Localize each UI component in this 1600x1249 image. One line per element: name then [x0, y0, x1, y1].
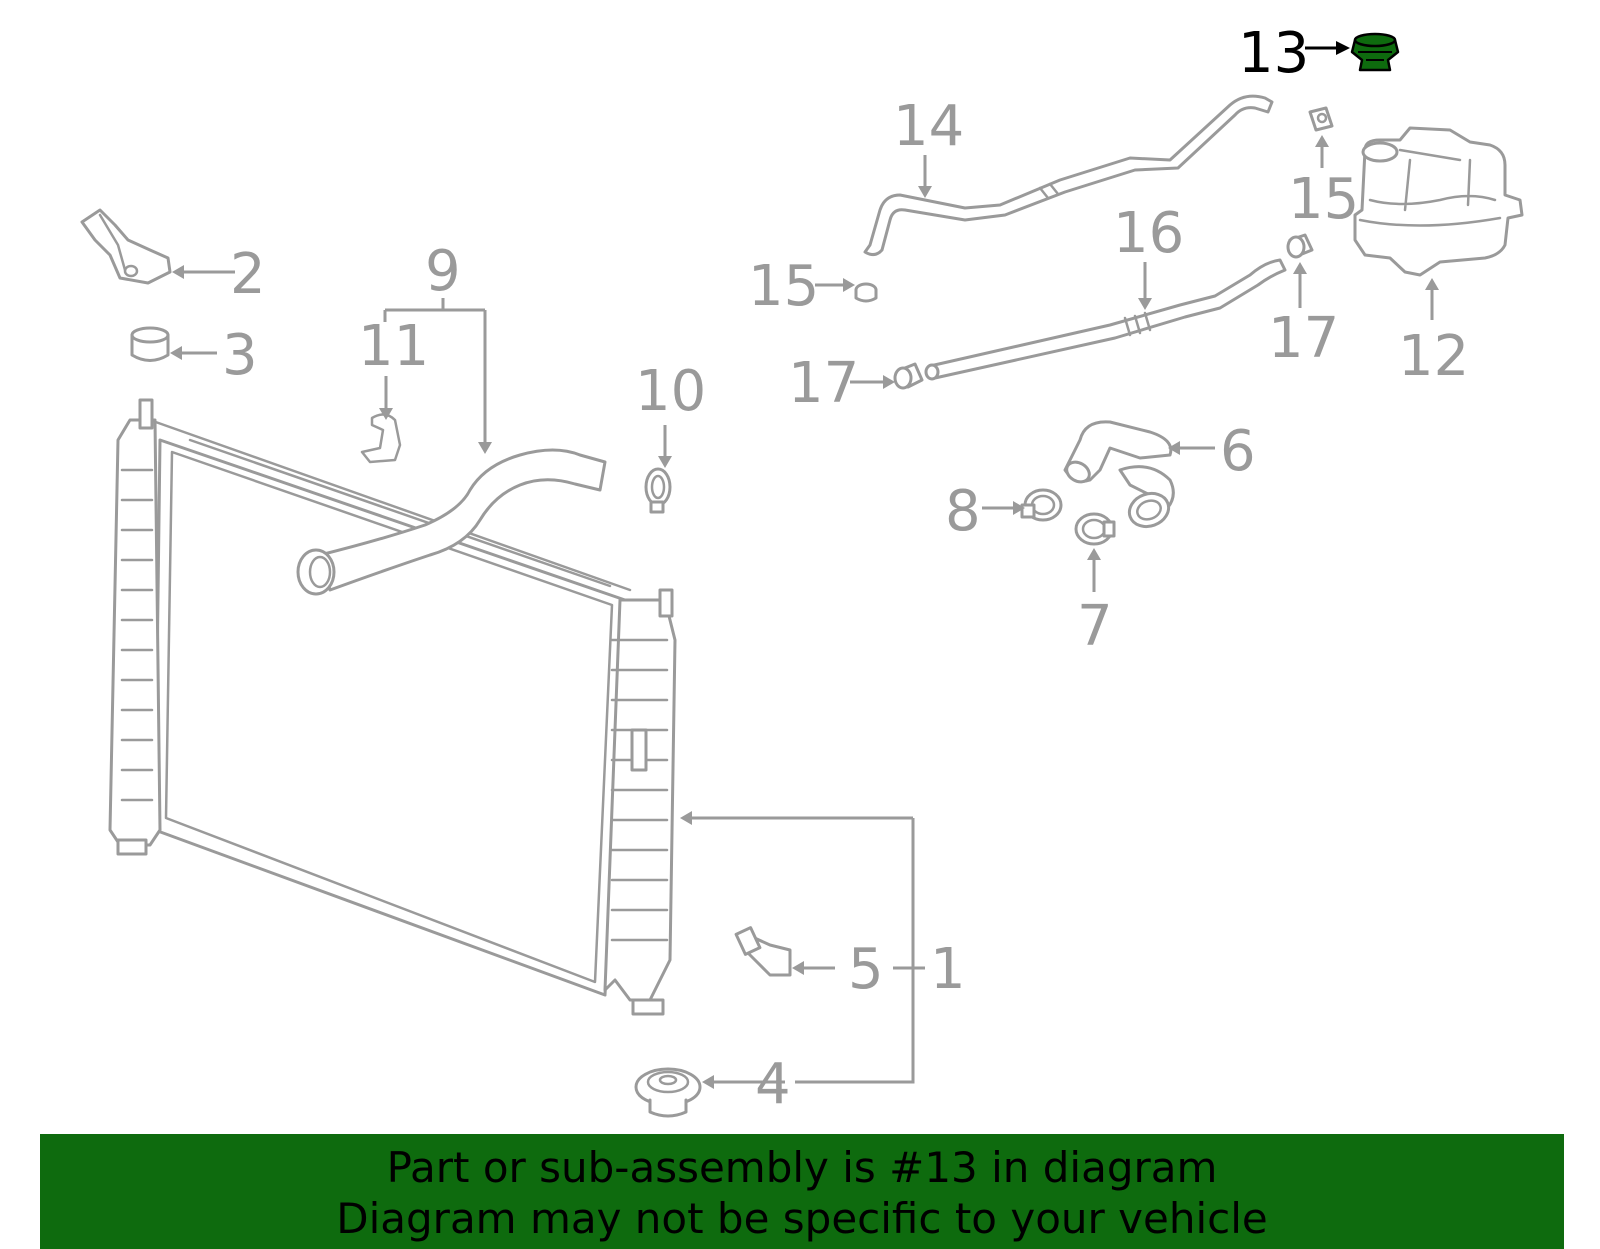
- insulator-part-3: [130, 326, 170, 362]
- hose-part-16: [924, 258, 1287, 381]
- clamp-part-7: [1074, 512, 1116, 546]
- reservoir-part-12: [1353, 126, 1524, 277]
- callout-13: 13: [1238, 21, 1309, 86]
- callout-4: 4: [755, 1052, 791, 1117]
- banner-line-2: Diagram may not be specific to your vehi…: [336, 1194, 1268, 1243]
- leader-lines: [170, 41, 1439, 1089]
- callout-9: 9: [425, 239, 461, 304]
- callout-labels: 1 2 3 4 5 6 7 8 9 10 11 12 13 14 15 15 1…: [222, 21, 1469, 1117]
- callout-6: 6: [1220, 419, 1256, 484]
- hose-part-9: [296, 448, 607, 596]
- insulator-part-15a: [854, 282, 878, 303]
- callout-17b: 17: [1268, 306, 1339, 371]
- hose-part-14: [863, 94, 1274, 257]
- callout-1: 1: [930, 937, 966, 1002]
- cap-part-13: [1350, 32, 1400, 72]
- callout-3: 3: [222, 323, 258, 388]
- clamp-part-8: [1020, 488, 1063, 522]
- callout-12: 12: [1398, 324, 1469, 389]
- insulator-part-17b: [1286, 233, 1314, 259]
- insulator-part-17a: [893, 362, 924, 390]
- clip-part-11: [360, 413, 402, 464]
- callout-5: 5: [848, 937, 884, 1002]
- callout-15b: 15: [1288, 167, 1359, 232]
- hose-part-6: [1063, 420, 1175, 529]
- bracket-part-2: [80, 208, 172, 285]
- radiator-part-1: [108, 398, 677, 1016]
- callout-11: 11: [358, 314, 429, 379]
- callout-17a: 17: [788, 351, 859, 416]
- callout-7: 7: [1077, 594, 1113, 659]
- callout-14: 14: [893, 94, 964, 159]
- callout-15a: 15: [748, 254, 819, 319]
- callout-8: 8: [945, 479, 981, 544]
- clamp-part-10: [644, 467, 672, 514]
- insulator-part-4: [634, 1067, 702, 1118]
- info-banner: Part or sub-assembly is #13 in diagram D…: [40, 1134, 1564, 1249]
- banner-line-1: Part or sub-assembly is #13 in diagram: [386, 1143, 1218, 1192]
- sensor-part-5: [734, 926, 792, 977]
- callout-16: 16: [1113, 201, 1184, 266]
- callout-2: 2: [230, 242, 266, 307]
- callout-10: 10: [635, 359, 706, 424]
- insulator-part-15b: [1308, 106, 1334, 132]
